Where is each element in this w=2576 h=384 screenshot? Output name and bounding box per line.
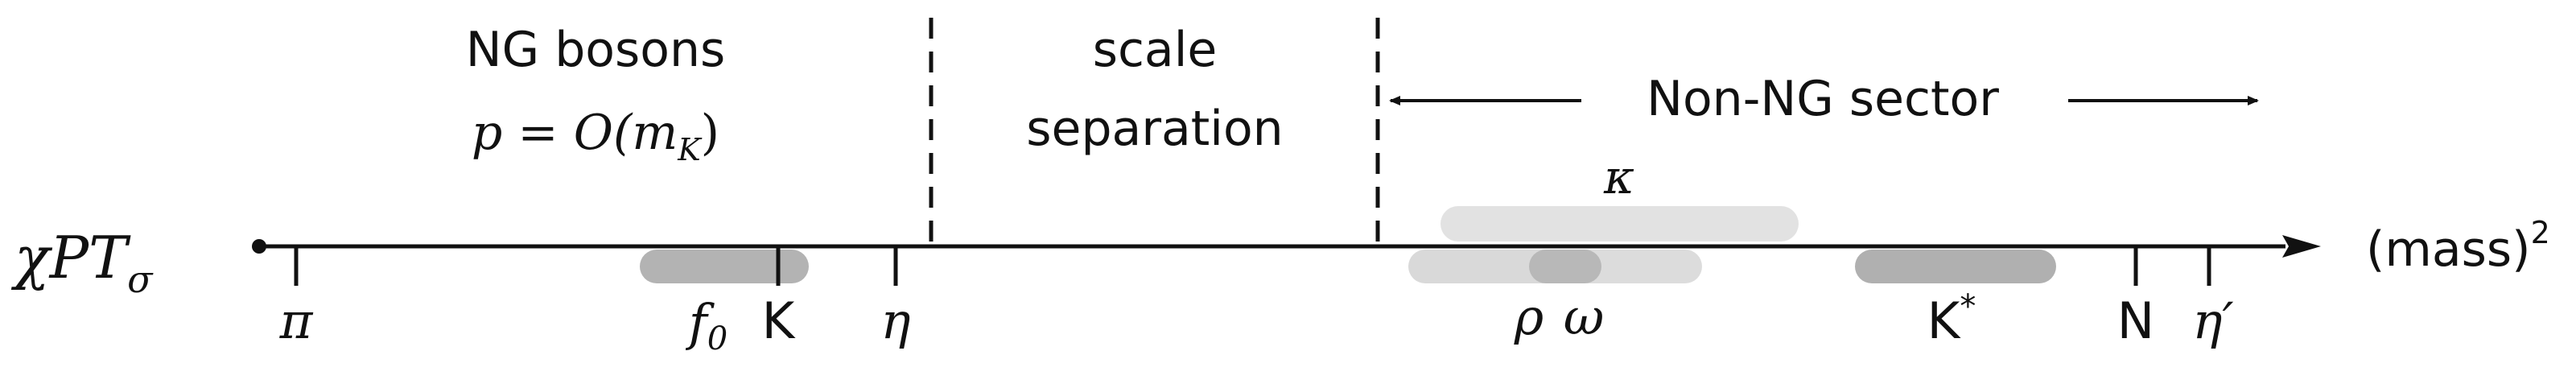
f0-label: f0 (686, 293, 727, 357)
ng-scaling-label: p = O(mK) (472, 105, 719, 167)
ticks (294, 246, 2211, 286)
kstar-band (1855, 250, 2056, 283)
resonance-bands (640, 206, 2056, 283)
N-label: N (2117, 291, 2154, 350)
kappa-label: κ (1603, 150, 1634, 204)
kappa-band (1440, 206, 1799, 242)
rho-omega-overlap-band (1529, 250, 1601, 283)
omega-label: ω (1564, 287, 1605, 346)
non-ng-sector-label: Non-NG sector (1647, 71, 1999, 127)
etaprime-label: η′ (2192, 291, 2233, 350)
separation-label: separation (1026, 101, 1283, 157)
rho-label: ρ (1514, 287, 1544, 346)
f0-band (640, 250, 809, 283)
eta-label: η (880, 291, 910, 350)
mass-squared-label: (mass)2 (2366, 215, 2550, 278)
ng-bosons-title: NG bosons (466, 22, 726, 78)
kstar-label: K* (1927, 288, 1976, 350)
K-label: K (762, 291, 796, 350)
scale-label: scale (1093, 22, 1218, 78)
axis-arrowhead (2282, 235, 2321, 258)
chipt-label: χPTσ (10, 224, 154, 301)
pi-label: π (279, 291, 314, 350)
